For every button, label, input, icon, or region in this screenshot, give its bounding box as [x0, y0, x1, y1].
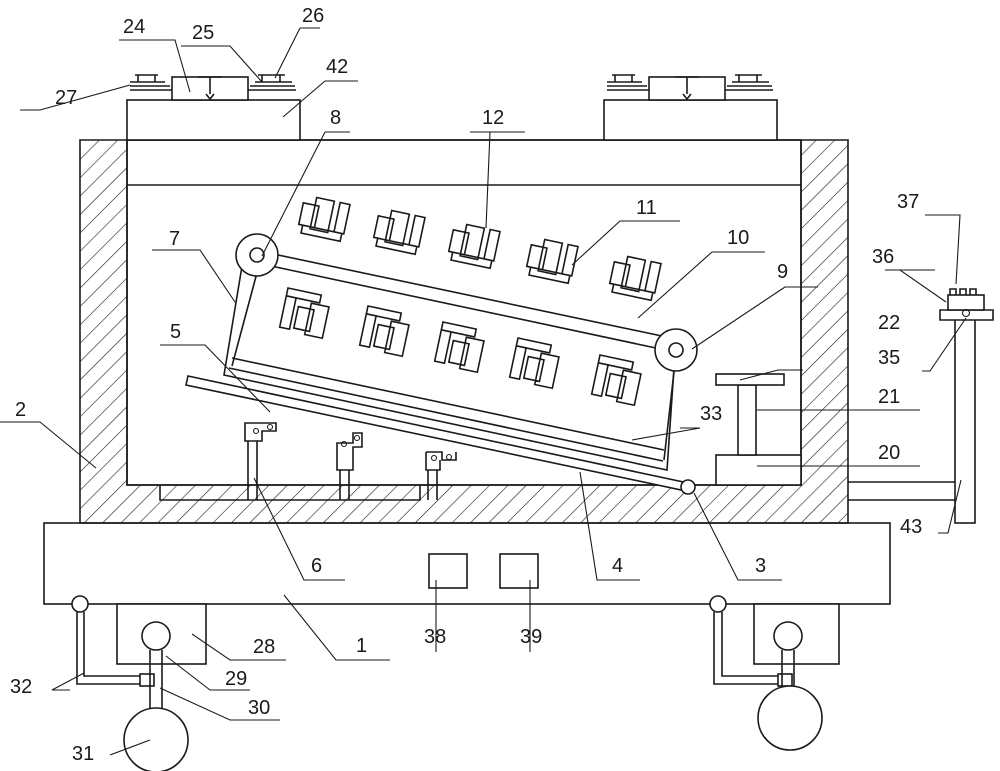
top-left-box — [126, 74, 301, 141]
label-33: 33 — [700, 403, 722, 425]
lower-clamp-row — [278, 287, 642, 407]
label-5: 5 — [170, 321, 181, 343]
label-20: 20 — [878, 442, 900, 464]
label-35: 35 — [878, 347, 900, 369]
label-36: 36 — [872, 246, 894, 268]
label-38: 38 — [424, 626, 446, 648]
support-legs — [244, 422, 457, 500]
control-box-38 — [428, 553, 468, 589]
left-caster — [71, 595, 207, 771]
top-right-box — [603, 74, 778, 141]
control-box-39 — [499, 553, 539, 589]
stop-block — [715, 373, 802, 486]
tilting-tray — [185, 375, 696, 495]
label-4: 4 — [612, 555, 623, 577]
label-9: 9 — [777, 261, 788, 283]
label-39: 39 — [520, 626, 542, 648]
label-7: 7 — [169, 228, 180, 250]
label-30: 30 — [248, 697, 270, 719]
label-8: 8 — [330, 107, 341, 129]
right-caster — [709, 595, 840, 751]
leader-lines — [0, 27, 967, 756]
reference-numerals: 24 25 26 27 42 8 12 11 10 7 9 5 22 35 21… — [10, 5, 922, 765]
label-2: 2 — [15, 399, 26, 421]
label-29: 29 — [225, 668, 247, 690]
label-28: 28 — [253, 636, 275, 658]
label-32: 32 — [10, 676, 32, 698]
label-3: 3 — [755, 555, 766, 577]
label-10: 10 — [727, 227, 749, 249]
label-6: 6 — [311, 555, 322, 577]
upper-clamp-row — [297, 196, 662, 302]
label-42: 42 — [326, 56, 348, 78]
label-27: 27 — [55, 87, 77, 109]
label-31: 31 — [72, 743, 94, 765]
label-26: 26 — [302, 5, 324, 27]
label-24: 24 — [123, 16, 145, 38]
label-43: 43 — [900, 516, 922, 538]
label-21: 21 — [878, 386, 900, 408]
label-37: 37 — [897, 191, 919, 213]
floor-step — [159, 485, 421, 501]
label-11: 11 — [636, 197, 657, 219]
label-12: 12 — [482, 107, 504, 129]
side-rod — [848, 288, 994, 524]
inner-chamber — [126, 139, 802, 486]
label-22: 22 — [878, 312, 900, 334]
label-1: 1 — [356, 635, 367, 657]
label-25: 25 — [192, 22, 214, 44]
